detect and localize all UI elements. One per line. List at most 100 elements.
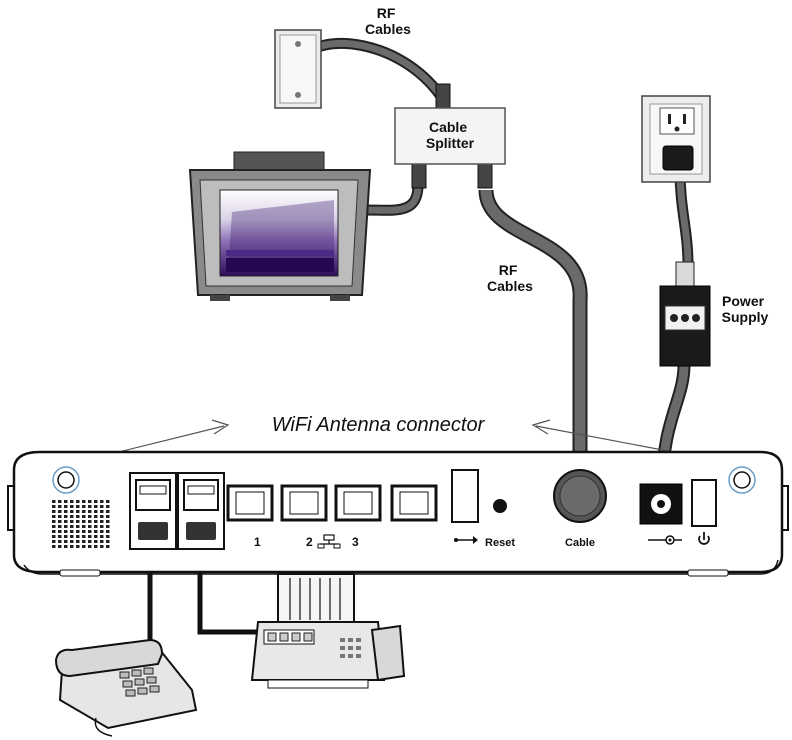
vent-hole xyxy=(100,525,104,528)
vent-hole xyxy=(64,520,68,523)
vent-hole xyxy=(88,525,92,528)
vent-hole xyxy=(52,520,56,523)
vent-hole xyxy=(76,505,80,508)
vent-hole xyxy=(64,530,68,533)
cable-splitter-icon xyxy=(394,83,506,189)
vent-hole xyxy=(58,515,62,518)
vent-hole xyxy=(94,525,98,528)
reset-button xyxy=(493,499,507,513)
vent-hole xyxy=(88,520,92,523)
vent-hole xyxy=(70,510,74,513)
ethernet-port-number-1: 1 xyxy=(254,535,261,549)
vent-hole xyxy=(52,515,56,518)
vent-hole xyxy=(64,540,68,543)
vent-hole xyxy=(52,525,56,528)
vent-hole xyxy=(76,545,80,548)
vent-hole xyxy=(58,535,62,538)
vent-hole xyxy=(58,540,62,543)
vent-hole xyxy=(94,530,98,533)
vent-hole xyxy=(76,530,80,533)
vent-hole xyxy=(100,540,104,543)
vent-hole xyxy=(88,545,92,548)
vent-hole xyxy=(88,535,92,538)
vent-hole xyxy=(52,530,56,533)
vent-hole xyxy=(88,515,92,518)
ethernet-port-2 xyxy=(280,484,328,522)
ethernet-port-4 xyxy=(390,484,438,522)
vent-hole xyxy=(58,530,62,533)
vent-hole xyxy=(64,515,68,518)
vent-hole xyxy=(100,530,104,533)
power-icon xyxy=(698,532,710,545)
phone-port-1 xyxy=(129,472,177,550)
power-adapter-icon xyxy=(659,261,711,367)
cable-port xyxy=(553,469,607,523)
ethernet-port-3 xyxy=(334,484,382,522)
vent-hole xyxy=(88,530,92,533)
vent-hole xyxy=(106,500,110,503)
fax-machine-icon xyxy=(250,573,406,689)
vent-hole xyxy=(70,540,74,543)
vent-hole xyxy=(52,500,56,503)
vent-hole xyxy=(64,545,68,548)
vent-hole xyxy=(76,500,80,503)
vent-hole xyxy=(82,520,86,523)
power-jack xyxy=(639,483,683,525)
vent-hole xyxy=(94,505,98,508)
usb-port xyxy=(451,469,479,523)
ethernet-port-number-2: 2 xyxy=(306,535,313,549)
rf-cables-mid-label: RF Cables xyxy=(487,262,533,294)
wall-coax-outlet-icon xyxy=(274,29,322,109)
vent-hole xyxy=(52,545,56,548)
wall-power-outlet-icon xyxy=(641,95,711,183)
vent-hole xyxy=(52,535,56,538)
vent-hole xyxy=(88,510,92,513)
vent-hole xyxy=(100,545,104,548)
vent-hole xyxy=(58,505,62,508)
vent-hole xyxy=(94,515,98,518)
ethernet-port-number-3: 3 xyxy=(352,535,359,549)
vent-hole xyxy=(88,540,92,543)
vent-hole xyxy=(94,545,98,548)
vent-hole xyxy=(94,540,98,543)
rf-cables-top-label: RF Cables xyxy=(365,5,411,37)
vent-hole xyxy=(100,520,104,523)
vent-hole xyxy=(64,500,68,503)
vent-hole xyxy=(70,520,74,523)
vent-hole xyxy=(106,535,110,538)
vent-hole xyxy=(76,510,80,513)
vent-hole xyxy=(58,525,62,528)
vent-hole xyxy=(106,515,110,518)
vent-hole xyxy=(52,505,56,508)
vent-hole xyxy=(70,545,74,548)
cable-port-label: Cable xyxy=(565,537,595,549)
reset-label: Reset xyxy=(485,537,515,549)
vent-hole xyxy=(76,540,80,543)
rf-cable-splitter-to-tv xyxy=(364,184,424,216)
vent-hole xyxy=(100,500,104,503)
vent-hole xyxy=(58,500,62,503)
vent-grid xyxy=(52,500,110,548)
vent-hole xyxy=(106,525,110,528)
vent-hole xyxy=(52,510,56,513)
telephone-icon xyxy=(54,638,198,737)
vent-hole xyxy=(64,505,68,508)
vent-hole xyxy=(52,540,56,543)
power-supply-label: Power Supply xyxy=(722,293,769,325)
rf-cable-splitter-to-modem xyxy=(478,189,588,480)
power-cable-outlet-to-adapter xyxy=(674,169,694,266)
vent-hole xyxy=(94,510,98,513)
power-jack-symbol-icon xyxy=(648,535,682,545)
telephone-keypad xyxy=(119,667,160,697)
vent-hole xyxy=(76,525,80,528)
vent-hole xyxy=(94,500,98,503)
vent-hole xyxy=(100,510,104,513)
vent-hole xyxy=(82,515,86,518)
vent-hole xyxy=(106,530,110,533)
vent-hole xyxy=(70,535,74,538)
vent-hole xyxy=(106,510,110,513)
vent-hole xyxy=(106,520,110,523)
vent-hole xyxy=(82,500,86,503)
vent-hole xyxy=(76,515,80,518)
